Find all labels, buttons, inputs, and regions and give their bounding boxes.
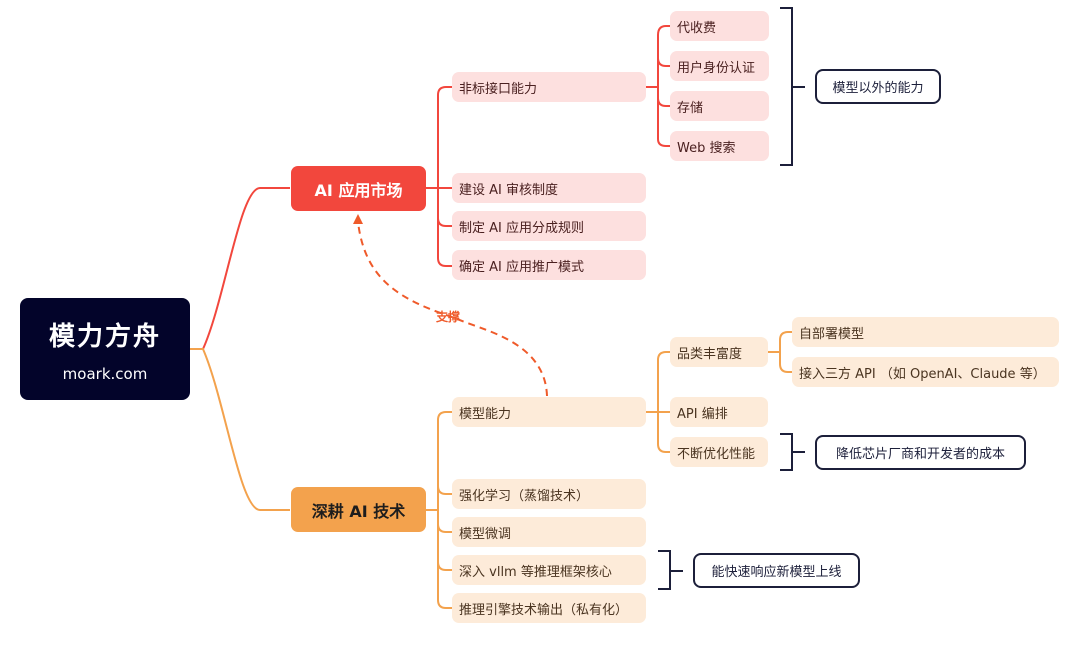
node-category-richness[interactable]: 品类丰富度 — [670, 337, 768, 367]
node-api-orchestration[interactable]: API 编排 — [670, 397, 768, 427]
node-storage[interactable]: 存储 — [670, 91, 769, 121]
node-model-capability[interactable]: 模型能力 — [452, 397, 646, 427]
connector-root-red — [190, 187, 290, 350]
connector-red-sub — [646, 25, 670, 147]
note-reduce-cost: 降低芯片厂商和开发者的成本 — [815, 435, 1026, 470]
connector-red-trunk — [425, 86, 452, 267]
node-third-party-api[interactable]: 接入三方 API （如 OpenAI、Claude 等） — [792, 357, 1059, 387]
node-fine-tuning[interactable]: 模型微调 — [452, 517, 646, 547]
bracket-orange-note-1 — [780, 433, 805, 471]
node-self-deployed-model[interactable]: 自部署模型 — [792, 317, 1059, 347]
node-promotion-mode[interactable]: 确定 AI 应用推广模式 — [452, 250, 646, 280]
bracket-orange-note-2 — [658, 550, 683, 590]
node-vllm-core[interactable]: 深入 vllm 等推理框架核心 — [452, 555, 646, 585]
note-fast-response: 能快速响应新模型上线 — [693, 553, 860, 588]
node-optimize-performance[interactable]: 不断优化性能 — [670, 437, 768, 467]
node-revenue-rules[interactable]: 制定 AI 应用分成规则 — [452, 211, 646, 241]
support-relation-line — [357, 221, 548, 397]
connector-orange-sub — [646, 351, 670, 453]
branch-ai-app-market[interactable]: AI 应用市场 — [291, 166, 426, 211]
connector-orange-trunk — [425, 411, 452, 609]
node-inference-engine[interactable]: 推理引擎技术输出（私有化） — [452, 593, 646, 623]
root-subtitle: moark.com — [62, 364, 148, 383]
node-nonstandard-api[interactable]: 非标接口能力 — [452, 72, 646, 102]
node-collect-fees[interactable]: 代收费 — [670, 11, 769, 41]
connector-root-orange — [190, 348, 290, 511]
branch-ai-tech[interactable]: 深耕 AI 技术 — [291, 487, 426, 532]
node-ai-review[interactable]: 建设 AI 审核制度 — [452, 173, 646, 203]
connector-orange-subsub — [768, 331, 792, 373]
node-reinforcement-learning[interactable]: 强化学习（蒸馏技术） — [452, 479, 646, 509]
support-relation-label: 支撑 — [436, 310, 461, 324]
bracket-red-note — [780, 7, 805, 166]
root-title: 模力方舟 — [48, 321, 161, 352]
support-arrow-head — [353, 214, 363, 224]
root-node[interactable]: 模力方舟 moark.com — [20, 298, 190, 400]
note-beyond-model: 模型以外的能力 — [815, 69, 941, 104]
node-user-auth[interactable]: 用户身份认证 — [670, 51, 769, 81]
node-web-search[interactable]: Web 搜索 — [670, 131, 769, 161]
